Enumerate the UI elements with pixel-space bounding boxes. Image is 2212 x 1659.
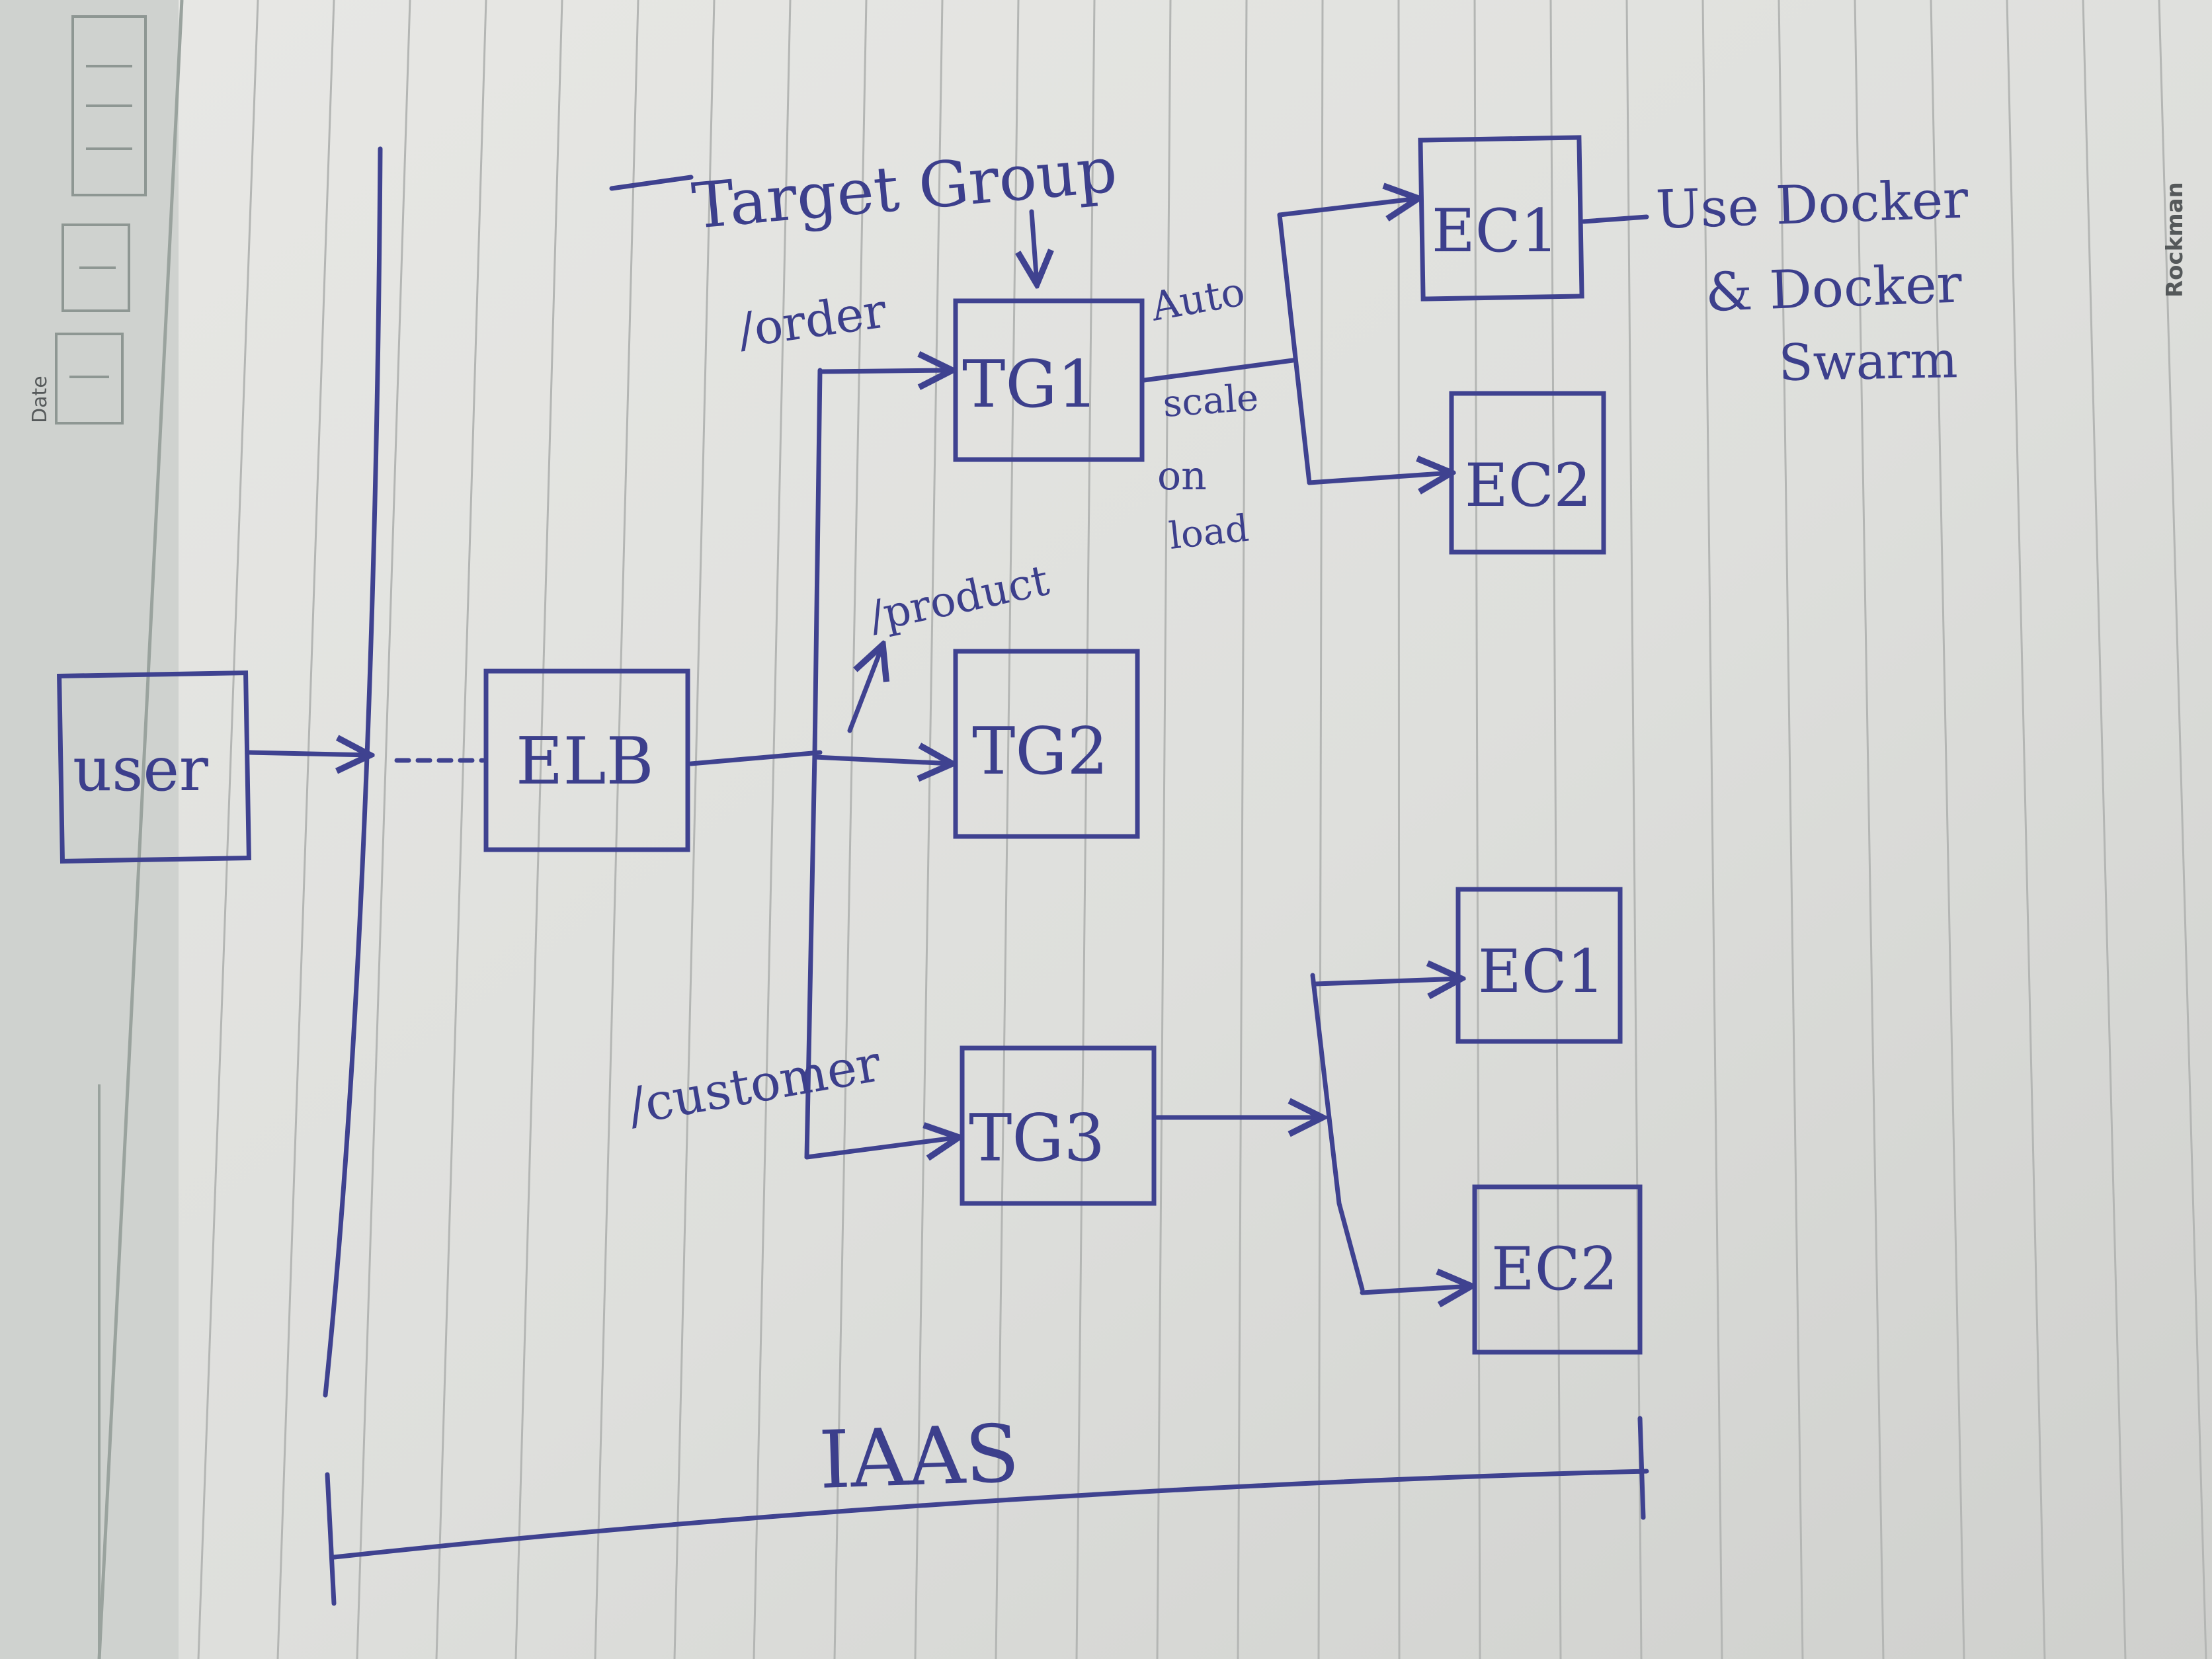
- date-boxes: [55, 15, 147, 425]
- elb-box: [483, 668, 690, 852]
- product-label-pointer: [847, 645, 883, 733]
- iaas-label: IAAS: [817, 1408, 1021, 1506]
- elb-label: ELB: [516, 724, 654, 799]
- autoscale-note-line4: load: [1167, 507, 1251, 558]
- docker-note-line3: Swarm: [1778, 330, 1958, 392]
- ruled-lines: [197, 0, 2207, 1659]
- date-label: Date: [28, 376, 52, 423]
- tg1-fanout-vertical: [1277, 212, 1312, 485]
- ec1-bottom-label: EC1: [1478, 937, 1605, 1006]
- tg3-fanout-vertical: [1310, 973, 1365, 1292]
- ec2-bottom-label: EC2: [1491, 1234, 1618, 1304]
- docker-note-line1: Use Docker: [1655, 169, 1969, 241]
- ec2-box-top: [1449, 391, 1606, 555]
- brand-label: Rockman: [2162, 182, 2188, 298]
- user-to-boundary-arrow: [247, 752, 370, 755]
- autoscale-note-line3: on: [1157, 453, 1207, 499]
- ec2-top-label: EC2: [1465, 451, 1592, 520]
- docker-note-connector: [1581, 214, 1649, 224]
- margin-edge: [97, 0, 184, 1659]
- target-group-pointer: [1032, 209, 1037, 284]
- router-vertical: [804, 368, 823, 1160]
- ec1-box-bottom: [1455, 887, 1623, 1044]
- tg2-box: [953, 649, 1140, 839]
- ec1-box-top: [1418, 135, 1584, 302]
- customer-route-arrow: [804, 1137, 959, 1157]
- ec2-box-bottom: [1472, 1184, 1643, 1355]
- ec1-top-label: EC1: [1432, 196, 1559, 266]
- iaas-bracket: [325, 1416, 1649, 1606]
- order-route-arrow: [817, 370, 952, 372]
- tg3-label: TG3: [969, 1101, 1105, 1176]
- tg1-label: TG1: [962, 347, 1098, 423]
- elb-trunk: [688, 750, 823, 766]
- docker-note-line2: & Docker: [1704, 253, 1963, 323]
- tg1-to-ec1-arrow: [1277, 198, 1418, 215]
- tg3-box: [960, 1045, 1157, 1206]
- target-group-underline: [609, 175, 694, 191]
- tg1-fanout: [1141, 358, 1295, 383]
- tg2-label: TG2: [972, 714, 1108, 789]
- tg1-to-ec2-arrow: [1307, 473, 1452, 483]
- user-label: user: [73, 734, 208, 805]
- tg3-to-ec1-arrow: [1313, 979, 1461, 984]
- tg3-to-ec2-arrow: [1360, 1286, 1471, 1293]
- product-route-arrow: [812, 757, 952, 764]
- autoscale-note-line2: scale: [1161, 376, 1260, 426]
- margin-strip: [0, 0, 179, 1659]
- user-box: [57, 670, 251, 864]
